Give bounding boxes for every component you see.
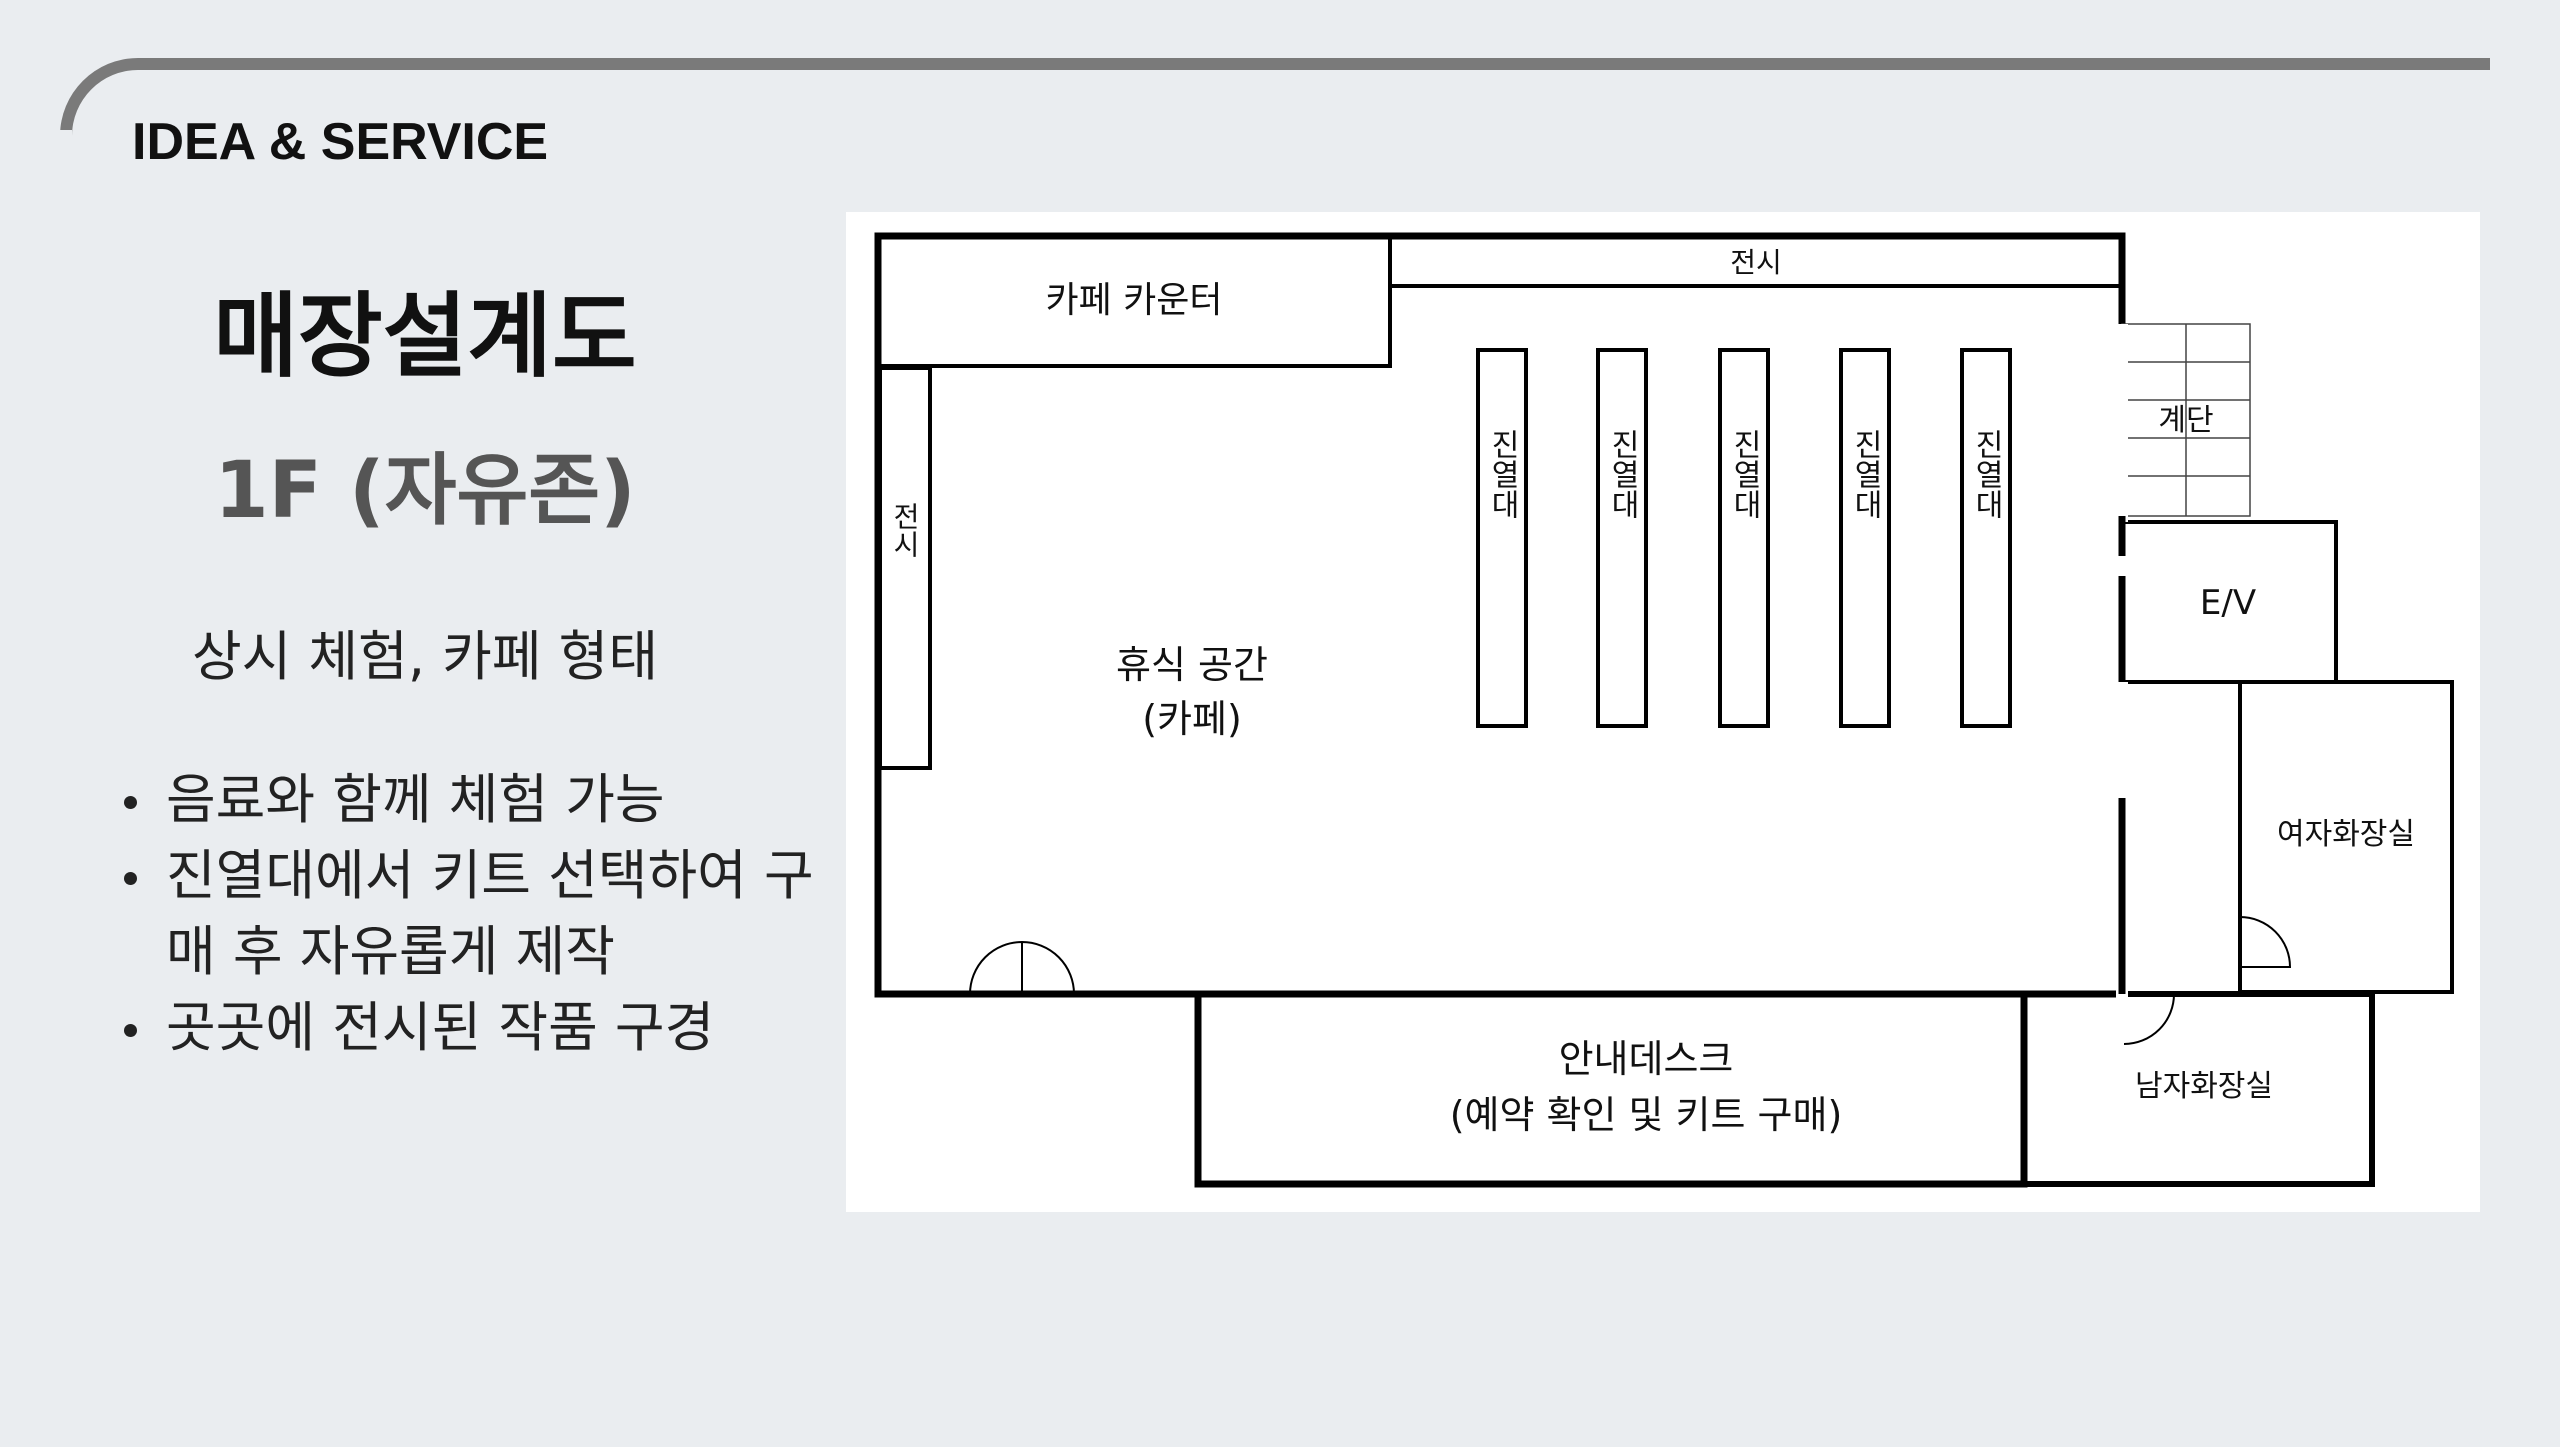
feature-item: 곳곳에 전시된 작품 구경 — [118, 990, 818, 1066]
info-desk-label: 안내데스크 — [1559, 1037, 1734, 1081]
display-left — [878, 366, 932, 770]
display-left-label: 전시 — [889, 502, 922, 558]
shelf-label: 진열대 — [1848, 429, 1883, 519]
elevator-label: E/V — [2200, 583, 2256, 623]
feature-list: 음료와 함께 체험 가능 진열대에서 키트 선택하여 구매 후 자유롭게 제작 … — [118, 762, 818, 1066]
door-arc-womens — [2239, 916, 2292, 968]
door-arc-main — [969, 941, 1075, 995]
feature-item: 음료와 함께 체험 가능 — [118, 762, 818, 838]
page-title: 매장설계도 — [213, 283, 637, 390]
door-arc-mens — [2123, 993, 2175, 1045]
mens-restroom-label: 남자화장실 — [2135, 1069, 2273, 1104]
floor-plan-drawing: 카페 카운터 전시 전시 휴식 공간 (카페) 진열대 진열대 진열대 진열대 … — [874, 232, 2454, 1188]
feature-item: 진열대에서 키트 선택하여 구매 후 자유롭게 제작 — [118, 838, 818, 990]
shelf — [1596, 348, 1648, 728]
shelf-label: 진열대 — [1727, 429, 1762, 519]
shelf-label: 진열대 — [1485, 429, 1520, 519]
shelf — [1960, 348, 2012, 728]
womens-restroom-label: 여자화장실 — [2277, 817, 2415, 852]
info-desk — [1194, 990, 2028, 1188]
info-desk-sublabel: (예약 확인 및 키트 구매) — [1450, 1093, 1843, 1137]
display-top-label: 전시 — [1730, 246, 1782, 279]
womens-restroom — [2238, 680, 2454, 994]
shelf-label: 진열대 — [1969, 429, 2004, 519]
shelf-label: 진열대 — [1605, 429, 1640, 519]
shelf — [1839, 348, 1891, 728]
mens-restroom — [2021, 991, 2375, 1187]
cafe-counter — [876, 234, 1392, 368]
rest-area-sublabel: (카페) — [1142, 697, 1242, 741]
floor-subtitle: 1F (자유존) — [214, 446, 636, 536]
floor-plan: 카페 카운터 전시 전시 휴식 공간 (카페) 진열대 진열대 진열대 진열대 … — [846, 212, 2480, 1212]
cafe-counter-label: 카페 카운터 — [1045, 280, 1222, 321]
rest-area-label: 휴식 공간 — [1116, 643, 1268, 687]
shelf — [1718, 348, 1770, 728]
section-label: IDEA & SERVICE — [132, 113, 549, 171]
stairs-label: 계단 — [2158, 403, 2213, 438]
display-top — [1388, 234, 2124, 288]
shelf — [1476, 348, 1528, 728]
tagline: 상시 체험, 카페 형태 — [191, 625, 659, 688]
